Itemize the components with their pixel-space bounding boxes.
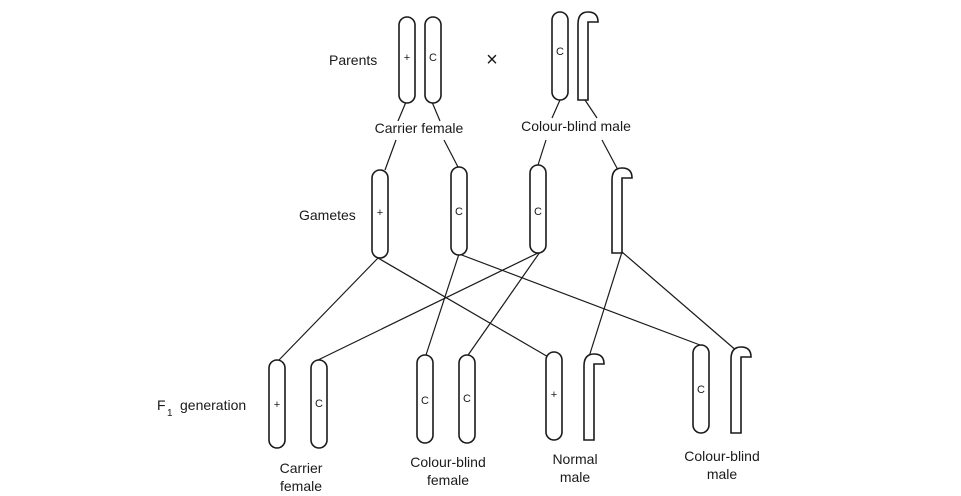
offspring-carrier-female: + C Carrier female — [268, 359, 328, 494]
offspring-label-line2: female — [280, 478, 322, 494]
normal-allele-mark: + — [551, 389, 557, 401]
colourblind-allele-mark: C — [556, 46, 564, 58]
line-label-to-gamete-plus — [384, 139, 397, 171]
line-plus-to-normal-male — [377, 257, 551, 359]
normal-allele-mark: + — [377, 207, 383, 219]
offspring-label-line2: female — [427, 472, 469, 488]
f1-label-text: generation — [180, 397, 246, 413]
offspring-colourblind-female: C C Colour-blind female — [410, 354, 486, 488]
gamete-chromosomes: + C C — [371, 164, 633, 259]
colourblind-allele-mark: C — [534, 206, 542, 218]
offspring-label-line1: Colour-blind — [410, 454, 485, 470]
line-cmale-to-colourblind-female — [465, 251, 541, 359]
line-label-to-gamete-c-male — [537, 139, 547, 166]
normal-allele-mark: + — [274, 399, 280, 411]
offspring-label-line2: male — [560, 469, 591, 485]
offspring-label-line2: male — [707, 466, 738, 482]
gametes-label: Gametes — [299, 207, 356, 223]
parent-female-chromosomes: + C — [398, 16, 442, 104]
x-chromosome — [398, 16, 416, 104]
offspring-label-line1: Colour-blind — [684, 448, 759, 464]
offspring-normal-male: + Normal male — [545, 351, 605, 485]
colourblind-allele-mark: C — [315, 398, 323, 410]
x-chromosome — [458, 354, 476, 444]
y-chromosome — [730, 346, 752, 434]
y-chromosome — [577, 11, 599, 101]
line-y-to-colourblind-male — [621, 251, 739, 353]
gamete-y-chromosome — [611, 167, 633, 254]
line-label-to-gamete-y — [601, 139, 619, 171]
parent-male-chromosomes: C — [551, 11, 599, 101]
line-plus-to-carrier-female — [278, 257, 379, 361]
line-male-x-to-label — [551, 99, 561, 119]
colourblind-allele-mark: C — [429, 52, 437, 64]
x-chromosome — [692, 344, 710, 434]
gamete-x-colourblind-male — [529, 164, 547, 254]
connection-lines — [278, 99, 739, 361]
colourblind-allele-mark: C — [697, 384, 705, 396]
normal-allele-mark: + — [404, 52, 410, 64]
y-chromosome — [583, 353, 605, 441]
line-label-to-gamete-c-female — [443, 139, 459, 168]
line-female-x2-to-label — [431, 101, 441, 122]
line-male-y-to-label — [584, 99, 598, 119]
offspring-colourblind-male: C Colour-blind male — [684, 344, 760, 482]
colourblind-allele-mark: C — [421, 395, 429, 407]
offspring-label-line1: Carrier — [280, 460, 323, 476]
x-chromosome — [416, 354, 434, 444]
f1-label-letter: F — [157, 397, 166, 413]
f1-label-subscript: 1 — [167, 408, 173, 419]
gamete-x-normal — [371, 169, 389, 259]
cross-symbol: × — [486, 49, 498, 71]
gamete-x-colourblind-female — [450, 166, 468, 256]
line-cmale-to-carrier-female — [317, 251, 541, 361]
x-chromosome — [545, 351, 563, 441]
line-cfemale-to-colourblind-female — [425, 253, 460, 356]
line-y-to-normal-male — [587, 251, 623, 361]
parents-label: Parents — [329, 52, 377, 68]
line-female-x1-to-label — [397, 101, 407, 122]
colourblind-male-parent-label: Colour-blind male — [521, 118, 631, 134]
colourblind-allele-mark: C — [455, 206, 463, 218]
colourblind-allele-mark: C — [463, 393, 471, 405]
x-chromosome — [268, 359, 286, 449]
x-chromosome — [551, 11, 569, 101]
line-cfemale-to-colourblind-male — [458, 253, 701, 346]
offspring-label-line1: Normal — [552, 451, 597, 467]
x-chromosome — [310, 359, 328, 449]
x-chromosome — [424, 16, 442, 104]
carrier-female-parent-label: Carrier female — [375, 120, 464, 136]
